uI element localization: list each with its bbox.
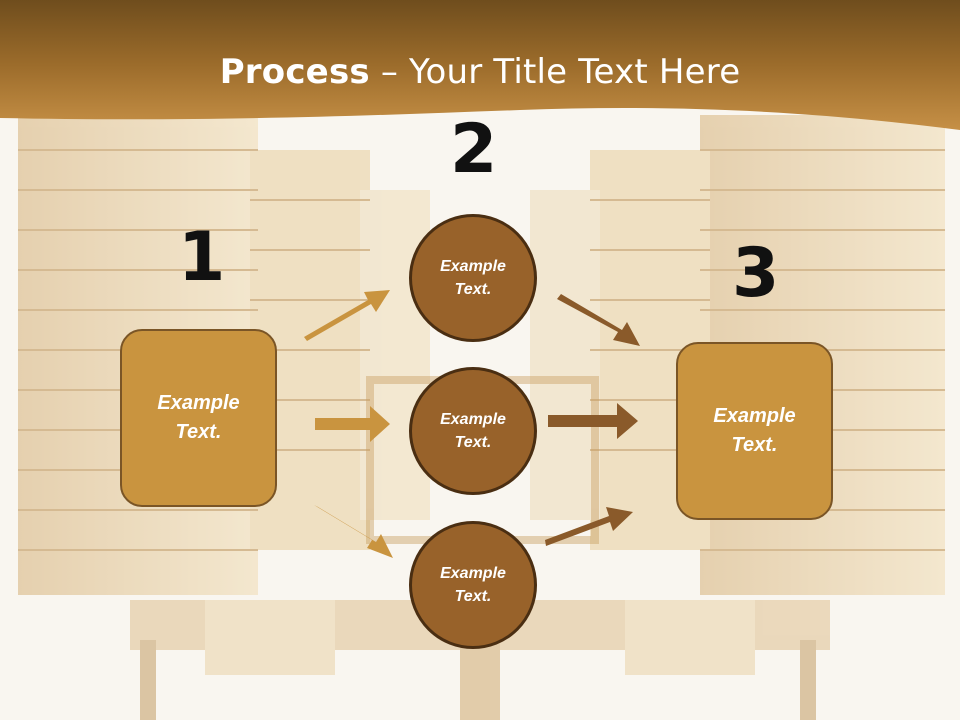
step-box-left: Example Text. (120, 329, 277, 507)
title-rest: – Your Title Text Here (369, 52, 741, 92)
step-circle-middle: Example Text. (409, 367, 537, 495)
step-number-2: 2 (450, 110, 498, 189)
arrow-1-to-bot (314, 505, 393, 558)
step-circle-top: Example Text. (409, 214, 537, 342)
arrows (304, 290, 640, 558)
step-box-right-text: Example Text. (713, 405, 796, 456)
step-number-3: 3 (732, 234, 780, 313)
step-circle-bottom: Example Text. (409, 521, 537, 649)
step-circle-top-text: Example Text. (440, 257, 506, 298)
step-circle-bottom-text: Example Text. (440, 564, 506, 605)
arrow-bot-to-3 (545, 507, 633, 546)
slide-title: Process – Your Title Text Here (0, 52, 960, 92)
header-band (0, 0, 960, 130)
title-bold: Process (219, 52, 370, 92)
step-number-1: 1 (178, 218, 226, 297)
arrow-1-to-mid (315, 406, 390, 442)
step-box-right: Example Text. (676, 342, 833, 520)
arrow-mid-to-3 (548, 403, 638, 439)
arrow-1-to-top (304, 290, 390, 341)
arrow-top-to-3 (557, 294, 640, 346)
step-circle-middle-text: Example Text. (440, 410, 506, 451)
step-box-left-text: Example Text. (157, 392, 240, 443)
